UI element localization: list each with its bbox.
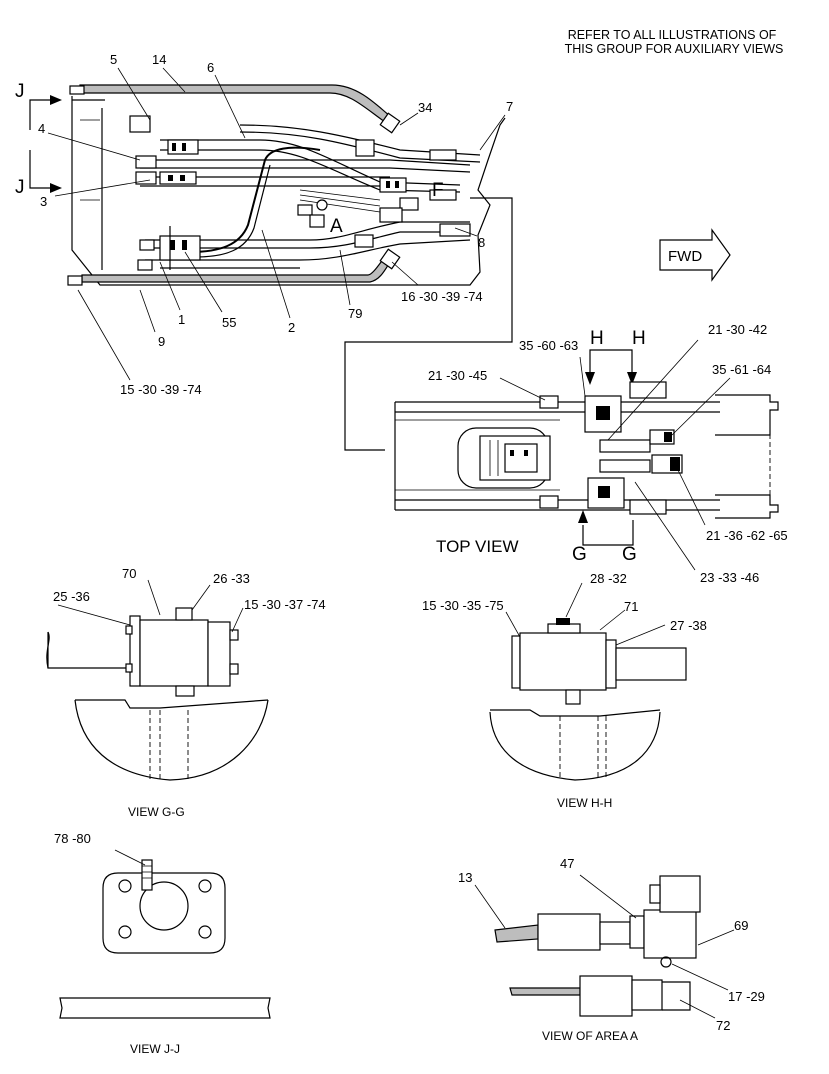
callout-55: 55 [222,315,236,330]
callout-5: 5 [110,52,117,67]
callout-21-30-45: 21 -30 -45 [428,368,487,383]
callout-3: 3 [40,194,47,209]
callout-79: 79 [348,306,362,321]
callout-27-38: 27 -38 [670,618,707,633]
callout-4: 4 [38,121,45,136]
callout-17-29: 17 -29 [728,989,765,1004]
callout-16-30-39-74: 16 -30 -39 -74 [401,289,483,304]
callout-14: 14 [152,52,166,67]
top-view-title: TOP VIEW [436,537,519,556]
callout-34: 34 [418,100,432,115]
section-j-bottom-letter: J [15,177,25,198]
note-line-2: THIS GROUP FOR AUXILIARY VIEWS [565,42,784,56]
callout-23-33-46: 23 -33 -46 [700,570,759,585]
callout-71: 71 [624,599,638,614]
callout-7: 7 [506,99,513,114]
callout-35-61-64: 35 -61 -64 [712,362,771,377]
view-h-h-title: VIEW H-H [557,796,612,810]
callout-1: 1 [178,312,185,327]
view-h-h: 28 -32 15 -30 -35 -75 71 27 -38 VIEW H-H [422,571,707,810]
callout-8: 8 [478,235,485,250]
view-of-area-a: 13 47 69 17 -29 72 VIEW OF AREA A [458,856,765,1043]
hose-14 [79,84,394,123]
callout-25-36: 25 -36 [53,589,90,604]
top-view: H H G G [394,322,788,585]
note-line-1: REFER TO ALL ILLUSTRATIONS OF [568,28,777,42]
callout-6: 6 [207,60,214,75]
callout-13: 13 [458,870,472,885]
upper-manifold-block [584,395,622,433]
frame-outline [71,96,506,286]
callout-21-36-62-65: 21 -36 -62 -65 [706,528,788,543]
fwd-label: FWD [668,248,702,265]
view-g-g-title: VIEW G-G [128,805,185,819]
callout-2: 2 [288,320,295,335]
section-f-letter: F [432,180,444,201]
callout-26-33: 26 -33 [213,571,250,586]
detail-link-line [344,197,513,451]
callout-15-30-37-74: 15 -30 -37 -74 [244,597,326,612]
callout-9: 9 [158,334,165,349]
section-j-top-letter: J [15,81,25,102]
section-h-left-letter: H [590,328,604,349]
callout-21-30-42: 21 -30 -42 [708,322,767,337]
view-of-area-a-title: VIEW OF AREA A [542,1029,638,1043]
callout-28-32: 28 -32 [590,571,627,586]
section-g-right-letter: G [622,544,637,565]
forward-direction-arrow: FWD [659,228,731,282]
callout-72: 72 [716,1018,730,1033]
callout-70: 70 [122,566,136,581]
callout-69: 69 [734,918,748,933]
callout-15-30-35-75: 15 -30 -35 -75 [422,598,504,613]
tube-bundle [140,124,481,269]
callout-15-30-39-74: 15 -30 -39 -74 [120,382,202,397]
view-g-g: 70 26 -33 25 -36 15 -30 -37 -74 VIEW G-G [46,566,326,819]
reference-note: REFER TO ALL ILLUSTRATIONS OF THIS GROUP… [565,28,784,56]
section-h-right-letter: H [632,328,646,349]
callout-47: 47 [560,856,574,871]
section-j-marker: J J [15,81,62,198]
callout-78-80: 78 -80 [54,831,91,846]
area-a-letter: A [330,216,343,237]
clamps [129,115,471,271]
leader-lines-main [47,67,506,381]
callout-35-60-63: 35 -60 -63 [519,338,578,353]
main-assembly-view: J J [15,52,513,451]
section-g-left-letter: G [572,544,587,565]
view-j-j-title: VIEW J-J [130,1042,180,1056]
view-j-j: 78 -80 VIEW J-J [54,831,271,1056]
